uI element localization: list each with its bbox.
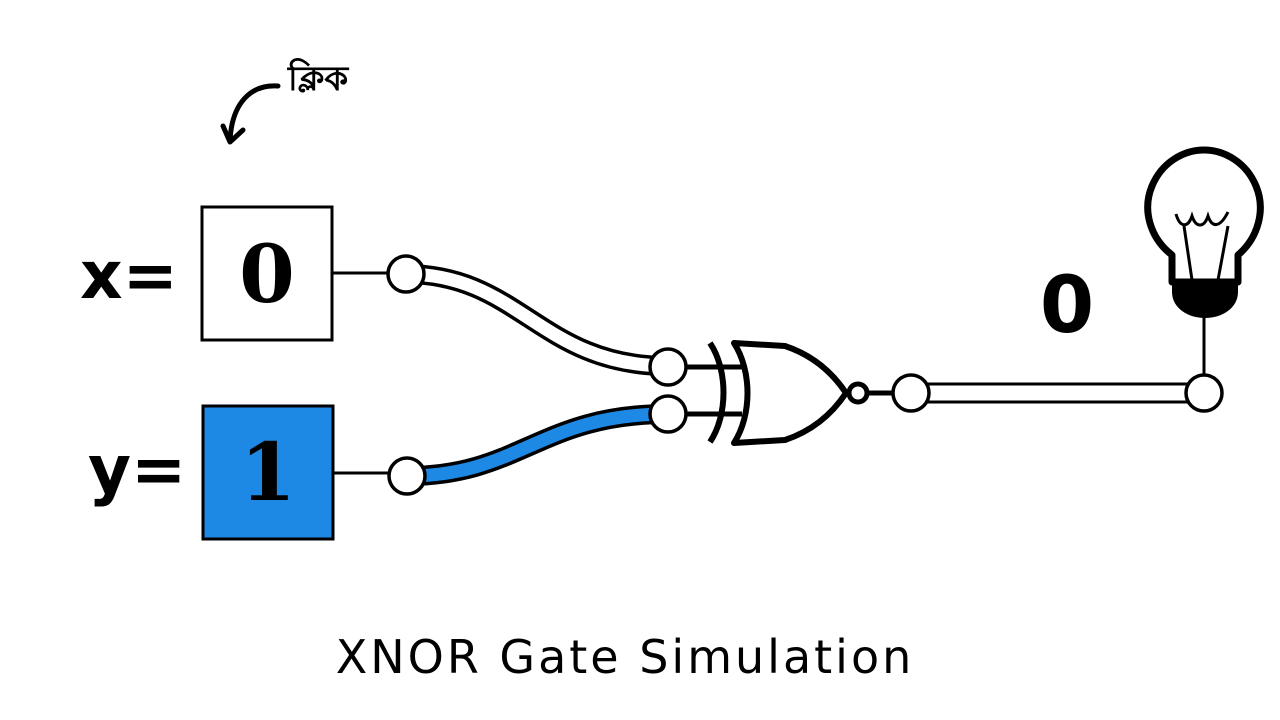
node-gate-in-a — [648, 347, 688, 387]
wire-y — [406, 407, 669, 483]
light-bulb-icon — [1144, 146, 1264, 318]
node-lamp-in — [1184, 373, 1224, 413]
curved-arrow-down-icon — [227, 83, 281, 143]
input-x-label: x= — [80, 237, 178, 314]
node-y-out — [387, 456, 427, 496]
xnor-gate-icon — [707, 340, 870, 446]
input-y-value: 1 — [240, 425, 296, 519]
input-y-toggle[interactable]: 1 — [201, 404, 335, 541]
arrow-head — [220, 123, 246, 145]
input-x-toggle[interactable]: 0 — [200, 205, 334, 342]
node-gate-out — [891, 373, 931, 413]
wire-x — [404, 267, 669, 373]
output-value: 0 — [1040, 261, 1094, 351]
page-title: XNOR Gate Simulation — [336, 630, 915, 684]
click-hint-text: ক্লিক — [287, 58, 349, 99]
input-y-label: y= — [88, 431, 186, 508]
node-x-out — [386, 254, 426, 294]
node-gate-in-b — [648, 394, 688, 434]
input-x-value: 0 — [239, 227, 295, 321]
input-y-box[interactable] — [201, 404, 335, 541]
wire-output — [908, 382, 1206, 404]
